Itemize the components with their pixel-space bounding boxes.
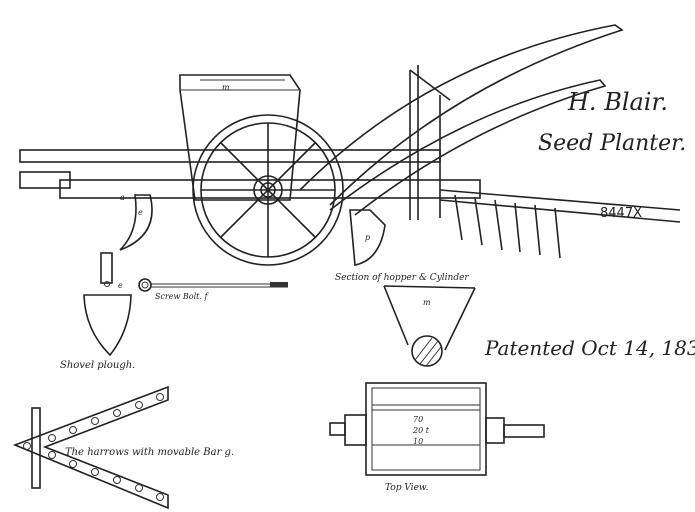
- patent-date: Patented Oct 14, 1834.: [484, 336, 695, 360]
- svg-text:The harrows with movable Bar g: The harrows with movable Bar g.: [65, 447, 234, 458]
- frame-beam: [19, 149, 441, 163]
- handle-lower: [329, 79, 607, 216]
- top-view-figure: 70 20 t 10 Top View.: [329, 382, 545, 493]
- svg-text:p: p: [365, 233, 370, 242]
- svg-text:10: 10: [413, 437, 423, 446]
- shovel-plough-figure: e Shovel plough.: [60, 252, 135, 371]
- label-m: m: [222, 83, 230, 92]
- invention-title: Seed Planter.: [538, 131, 686, 156]
- svg-text:Screw Bolt. f: Screw Bolt. f: [155, 292, 209, 301]
- seed-planter-main-view: m e a p: [19, 24, 681, 266]
- svg-text:Top View.: Top View.: [385, 483, 429, 493]
- hopper: [179, 74, 301, 201]
- svg-text:20 t: 20 t: [412, 426, 430, 435]
- svg-text:e: e: [138, 208, 143, 217]
- svg-text:m: m: [423, 298, 431, 307]
- svg-text:e: e: [118, 281, 123, 290]
- inventor-name: H. Blair.: [567, 88, 668, 116]
- wheel: [192, 114, 344, 266]
- svg-text:70: 70: [413, 415, 423, 424]
- patent-number: 8447X: [600, 206, 642, 221]
- svg-text:Shovel plough.: Shovel plough.: [60, 360, 135, 371]
- handle-upper: [299, 24, 624, 206]
- front-shovel: [119, 194, 153, 251]
- screw-bolt-figure: Screw Bolt. f: [138, 278, 288, 301]
- svg-text:Section of hopper & Cylinder: Section of hopper & Cylinder: [335, 273, 469, 283]
- hopper-section-figure: Section of hopper & Cylinder m: [335, 273, 476, 367]
- svg-text:a: a: [120, 193, 125, 202]
- rear-shovel: [349, 209, 386, 266]
- harrows-figure: The harrows with movable Bar g.: [12, 385, 234, 510]
